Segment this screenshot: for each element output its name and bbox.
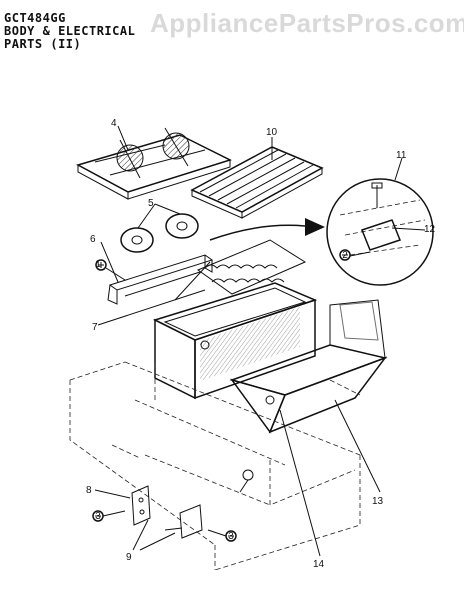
front-bracket (164, 504, 203, 539)
callout-6: 6 (90, 234, 96, 245)
callout-4: 4 (111, 118, 117, 129)
header-line-2: BODY & ELECTRICAL (4, 24, 136, 38)
leader-lines (94, 125, 426, 557)
watermark: AppliancePartsPros.com (150, 8, 464, 38)
pilot-knob (239, 469, 254, 493)
broiler-pan (152, 282, 318, 400)
callout-7: 7 (92, 322, 98, 333)
inset-detail (326, 178, 434, 286)
range-body-outline (69, 360, 361, 571)
callout-10: 10 (266, 127, 278, 138)
burner-bracket (107, 254, 214, 305)
callout-3: 3 (95, 511, 101, 522)
header-line-3: PARTS (II) (4, 37, 82, 51)
callout-3-second: 3 (228, 531, 234, 542)
callout-5: 5 (148, 198, 154, 209)
callout-9: 9 (126, 552, 132, 563)
callout-14: 14 (313, 559, 325, 570)
callout-13: 13 (372, 496, 384, 507)
screw-1 (95, 259, 126, 281)
screws-3 (92, 510, 237, 542)
detail-arrow (209, 218, 325, 241)
burner-grate (76, 127, 232, 200)
model-number: GCT484GG (4, 11, 66, 25)
callout-2: 2 (342, 250, 348, 261)
callout-1: 1 (95, 259, 101, 270)
callout-12: 12 (424, 224, 436, 235)
callout-11: 11 (396, 150, 407, 161)
callout-8: 8 (86, 485, 92, 496)
callout-labels: 4 5 6 1 7 10 11 12 2 13 14 8 3 3 9 (86, 118, 436, 570)
lava-rocks (196, 239, 307, 295)
side-bracket (131, 485, 151, 526)
drip-tray (229, 299, 388, 434)
griddle-grate (190, 146, 324, 219)
burner-heads (120, 213, 199, 253)
